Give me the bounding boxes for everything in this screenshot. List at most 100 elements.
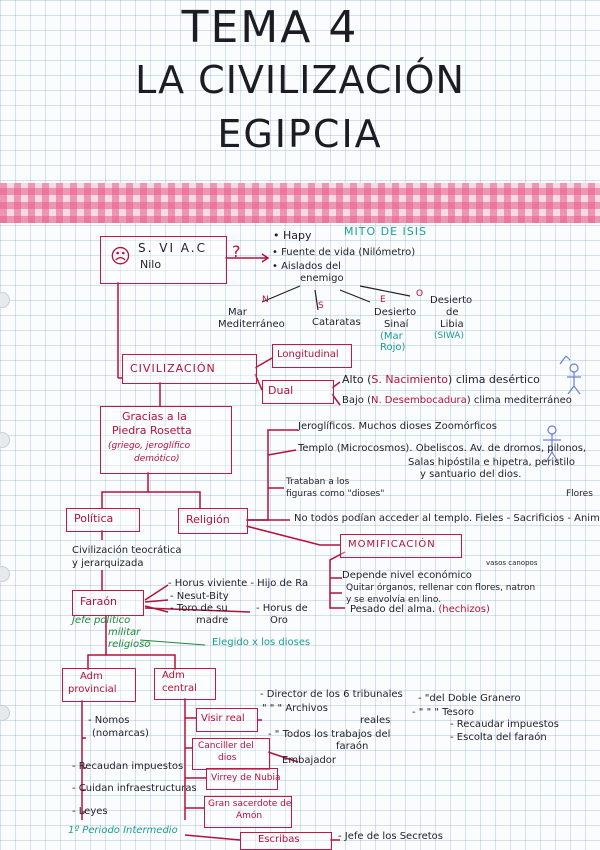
box-visir [196,708,258,732]
rosetta-line-1: Gracias a la [122,410,187,423]
note-archivos-1: " " " Archivos [262,703,328,714]
gingham-washi-tape [0,183,600,223]
note-director: - Director de los 6 tribunales [260,689,403,700]
label-civilizacion: CIVILIZACIÓN [130,362,216,375]
label-farao: Faraón [80,595,118,608]
note-hapy: • Hapy [273,229,312,242]
sad-face-icon: ☹ [110,244,131,268]
question-mark: ? [232,242,241,261]
box-rosetta [100,406,232,474]
label-visir: Visir real [201,713,245,724]
note-no-todos-a: No todos podían acceder al templo. Fiele… [294,513,514,524]
geo-sinai-3: (Mar [380,331,403,342]
geo-cataratas: Cataratas [312,317,361,328]
note-quitar-2: y se envolvía en lino. [346,595,442,605]
adm-cent-1: Adm [162,670,185,681]
adm-prov-2: provincial [68,684,117,695]
note-depende: Depende nivel económico [342,570,472,581]
note-nomos-1: - Nomos [88,715,130,726]
label-virrey: Virrey de Nubia [211,773,281,783]
note-vasos-canopos: vasos canopos [486,559,538,567]
note-bajo-b: N. Desembocadura [370,395,467,406]
box-canciller [192,738,270,770]
note-alto-a: Alto ( [342,373,372,386]
label-canciller-2: dios [218,753,237,763]
box-virrey [206,768,278,790]
geo-sinai-2: Sinaí [384,319,409,330]
box-religion [178,508,248,534]
note-periodo-intermedio: 1º Periodo Intermedio [68,825,178,836]
box-longitudinal [272,344,352,368]
title-line-3: EGIPCIA [217,112,383,156]
note-tesoro: - " " " Tesoro [412,707,475,718]
binder-holes [0,0,22,848]
dir-e: E [380,295,386,305]
note-aislados-2: enemigo [300,273,344,284]
note-flores: Flores [566,489,593,499]
title-line-2: LA CIVILIZACIÓN [135,58,465,102]
note-jefe-secretos: - Jefe de los Secretos [338,831,443,842]
adm-prov-1: Adm [80,671,103,682]
note-bajo-a: Bajo ( [342,395,371,406]
note-toro-2: madre [196,615,229,626]
note-nomos-2: (nomarcas) [92,728,149,739]
note-trataban-1: Trataban a los [286,477,350,487]
note-trataban-2: figuras como "dioses" [286,489,385,499]
note-jefe-religioso: religioso [108,639,151,650]
note-bajo-c: ) clima mediterráneo [466,395,572,406]
note-pesado-b: (hechizos) [438,604,490,615]
label-century: S. VI A.C [138,241,207,255]
note-toro-1: - Toro de su [170,603,228,614]
label-dual: Dual [268,384,294,397]
note-templo-1: Templo (Microcosmos). Obeliscos. Av. de … [298,443,587,454]
note-jeroglificos: Jeroglíficos. Muchos dioses Zoomórficos [298,421,497,432]
geo-mar-2: Mediterráneo [218,319,285,330]
note-todos-1: - " Todos los trabajos del [268,729,391,740]
geo-sinai-1: Desierto [374,307,417,318]
label-river: Nilo [140,258,162,271]
rosetta-line-3: (griego, jeroglífico [108,441,191,451]
note-horus-oro-2: Oro [270,615,288,626]
adm-cent-2: central [162,683,197,694]
note-elegido: Elegido x los dioses [212,637,311,648]
box-politica [66,508,140,532]
note-quitar-1: Quitar órganos, rellenar con flores, nat… [346,583,536,593]
note-no-todos-c: - Anim [564,513,600,524]
note-jefe-politico: Jefe político [72,615,131,626]
dir-o: O [416,289,424,299]
label-momificacion: MOMIFICACIÓN [348,539,436,550]
rosetta-line-4: demótico) [134,454,180,464]
geo-libia-3: Libia [440,319,464,330]
dir-n: N [262,295,269,305]
note-teocratica-2: y jerarquizada [72,558,144,569]
box-dual [262,380,334,404]
rosetta-line-2: Piedra Rosetta [112,424,192,437]
label-gran-2: Amón [236,811,263,821]
note-no-todos: No todos podían acceder al templo. Fiele… [294,513,600,525]
note-alto-b: S. Nacimiento [371,373,449,386]
box-adm-central [154,668,216,700]
note-escolta: - Escolta del faraón [450,732,547,743]
box-adm-provincial [62,668,136,702]
label-canciller-1: Canciller del [198,741,254,751]
geo-sinai-4: Rojo) [380,342,406,353]
label-longitudinal: Longitudinal [277,349,339,360]
note-pesado: Pesado del alma. (hechizos) [350,604,490,616]
note-jefe-militar: militar [108,627,141,638]
note-leyes: - Leyes [72,806,108,817]
note-nesut-bity: - Nesut-Bity [170,591,229,602]
note-horus-oro-1: - Horus de [256,603,308,614]
dir-s: S [318,301,324,311]
geo-libia-1: Desierto [430,295,473,306]
note-aislados-1: • Aislados del [272,261,341,272]
note-pesado-a: Pesado del alma. [350,604,439,615]
geo-libia-2: de [446,307,459,318]
note-templo-2: Salas hipóstila e hipetra, peristilo [408,457,576,468]
geo-mar-1: Mar [228,307,247,318]
box-gran-sacerdote [204,796,292,828]
note-mito-isis: MITO DE ISIS [344,225,427,238]
note-recaudar: - Recaudar impuestos [450,719,559,730]
box-civilizacion [122,354,257,384]
label-politica: Política [74,512,114,525]
